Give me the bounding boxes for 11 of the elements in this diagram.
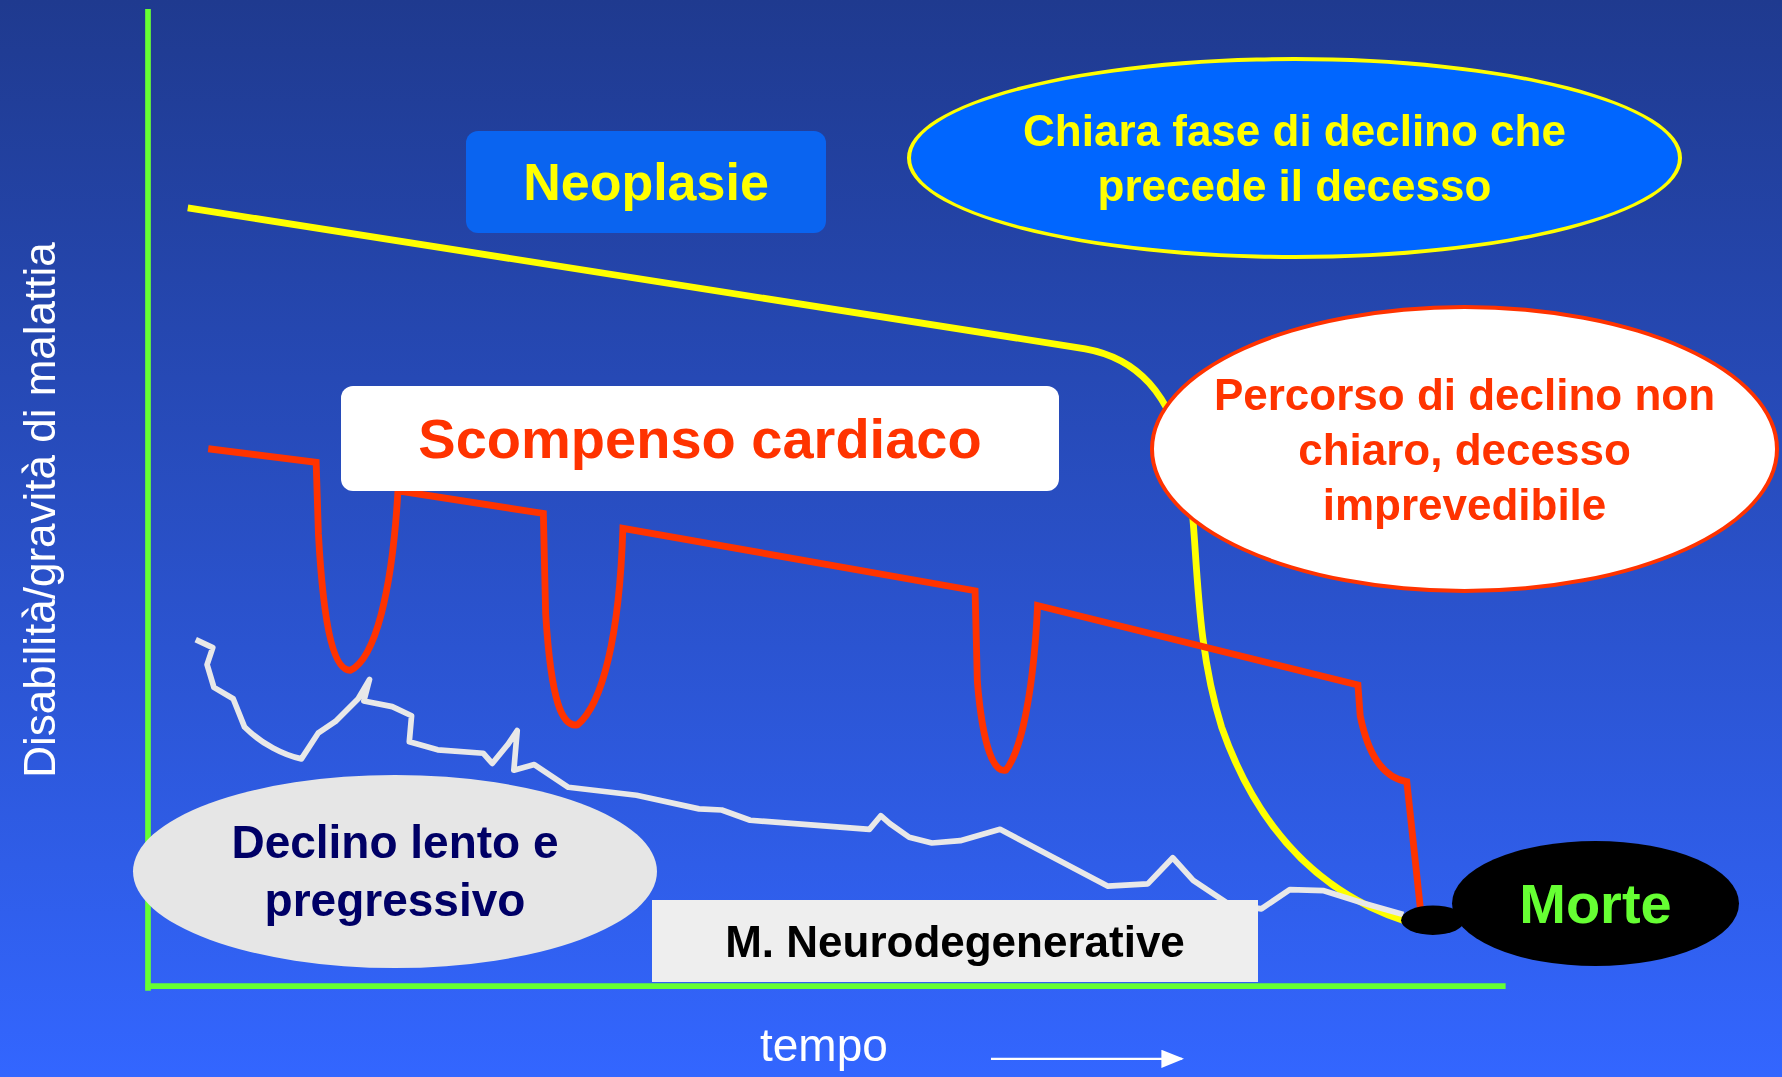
endpoint-label: Morte: [1519, 870, 1672, 937]
callout-text: Declino lento e pregressivo: [230, 815, 560, 928]
axis-label: Disabilità/gravità di malattia: [14, 242, 65, 778]
label-box: [466, 131, 826, 233]
callout-text: Percorso di declino non chiaro, decesso imprevedibile: [1212, 368, 1717, 531]
box-label: Scompenso cardiaco: [418, 405, 982, 472]
box-label: Neoplasie: [523, 151, 769, 213]
label-box: [652, 900, 1258, 982]
label-box: [341, 386, 1059, 491]
box-label: M. Neurodegenerative: [725, 915, 1185, 968]
callout-text: Chiara fase di declino che precede il decesso: [1022, 105, 1567, 212]
